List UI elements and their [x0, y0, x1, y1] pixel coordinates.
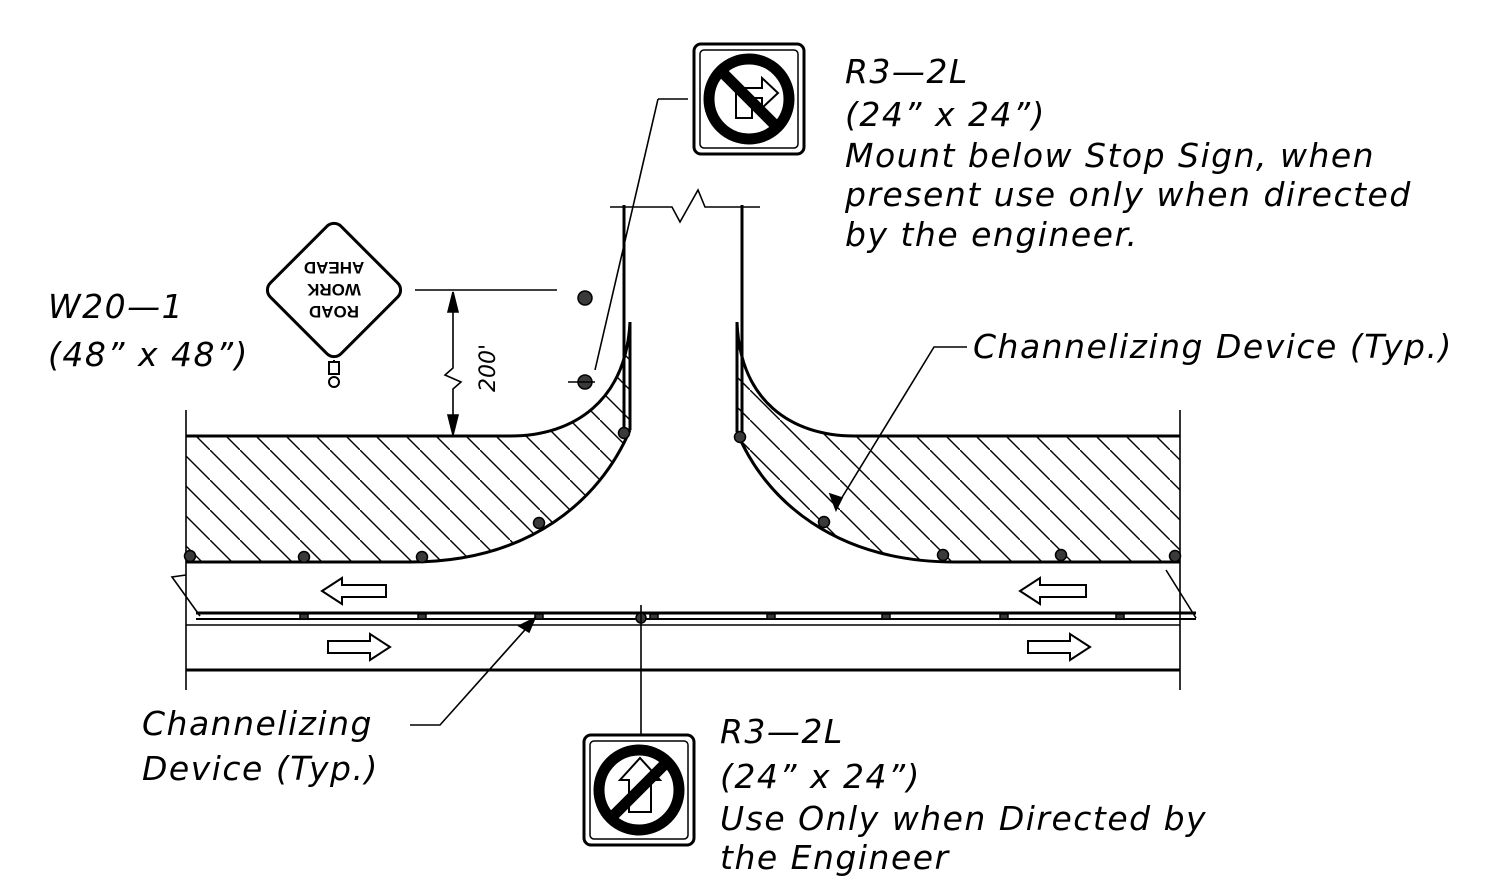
no-left-turn-sign-icon: [692, 42, 806, 156]
r32l-top-note-line-1: Mount below Stop Sign, when: [845, 136, 1375, 175]
dimension-200: [415, 289, 595, 436]
traffic-arrows: [320, 576, 1092, 662]
w20-size-label: (48” x 48”): [48, 335, 249, 374]
r32l-top-size-label: (24” x 24”): [845, 95, 1046, 134]
sign-line-ahead: AHEAD: [304, 258, 364, 277]
traffic-arrow-icon: [320, 576, 387, 606]
channelizing-left-label-2: Device (Typ.): [142, 749, 379, 788]
r32l-bottom-note-line-1: Use Only when Directed by: [720, 799, 1207, 838]
top-sign-leader-diagonal: [594, 98, 659, 371]
r32l-top-code-label: R3—2L: [845, 52, 969, 91]
r32l-bottom-code-label: R3—2L: [720, 712, 844, 751]
dimension-label: 200': [476, 344, 501, 392]
channelizing-device-icon: [577, 290, 593, 306]
sign-line-road: ROAD: [309, 302, 359, 321]
r32l-top-note-line-2: present use only when directed: [844, 175, 1412, 214]
channelizing-device-icon: [1054, 548, 1068, 562]
channelizing-device-icon: [532, 516, 546, 530]
no-left-turn-sign-icon: [582, 733, 696, 847]
channelizing-left-label-1: Channelizing: [142, 704, 373, 743]
channelizing-device-icon: [297, 550, 311, 564]
channelizing-device-icon: [733, 430, 747, 444]
channelizing-devices: [183, 290, 1182, 624]
traffic-arrow-icon: [1018, 576, 1087, 606]
channelizing-device-icon: [617, 426, 631, 440]
channelizing-device-icon: [817, 515, 831, 529]
channelizing-device-icon: [936, 548, 950, 562]
channelizing-device-icon: [415, 550, 429, 564]
channelizing-device-icon: [1168, 549, 1182, 563]
sign-line-work: WORK: [306, 280, 361, 299]
channelizing-device-icon: [183, 549, 197, 563]
r32l-bottom-note-line-2: the Engineer: [720, 838, 951, 877]
r32l-bottom-size-label: (24” x 24”): [720, 757, 921, 796]
channelizing-leaders: [410, 346, 967, 726]
traffic-arrow-icon: [327, 632, 392, 662]
r32l-top-note-line-3: by the engineer.: [845, 215, 1139, 254]
road-work-ahead-diamond-icon: ROAD WORK AHEAD: [265, 221, 403, 388]
w20-code-label: W20—1: [48, 287, 184, 326]
channelizing-right-label: Channelizing Device (Typ.): [973, 327, 1453, 366]
side-road: [186, 188, 1180, 564]
main-road: [170, 410, 1197, 690]
traffic-arrow-icon: [1027, 632, 1092, 662]
